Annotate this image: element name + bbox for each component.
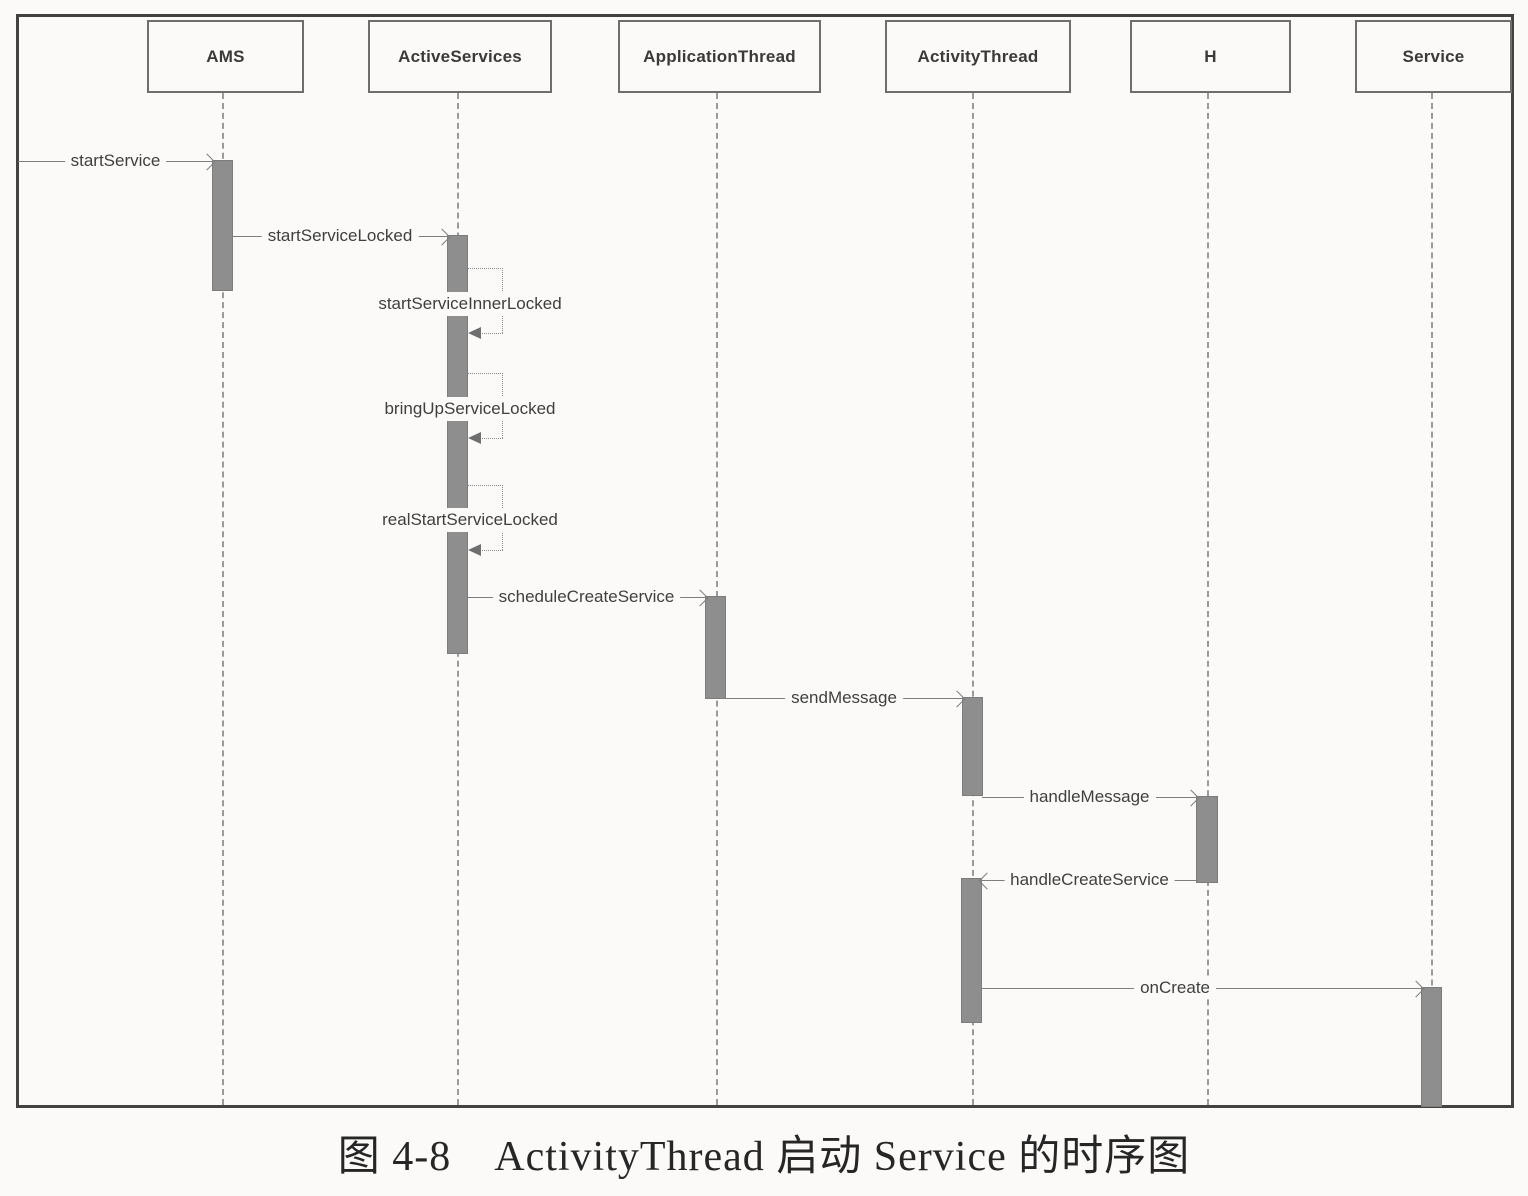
figure-caption: 图 4-8 ActivityThread 启动 Service 的时序图	[337, 1134, 1191, 1180]
message-handlecreateservice: handleCreateService	[978, 868, 1198, 891]
activation-bar-h	[1196, 796, 1218, 883]
message-handlemessage: handleMessage	[982, 785, 1200, 808]
selfcall-out-line	[467, 268, 503, 269]
message-startservice: startService	[18, 149, 216, 172]
activation-bar-ams	[212, 160, 233, 291]
participant-box-applicationthread: ApplicationThread	[618, 20, 821, 93]
selfcall-out-line	[467, 485, 503, 486]
message-label: startService	[64, 149, 167, 172]
activation-bar-activeservices	[447, 235, 468, 654]
participant-box-service: Service	[1355, 20, 1512, 93]
message-label: onCreate	[1134, 976, 1216, 999]
selfcall-return-line	[480, 333, 503, 334]
participant-label: ActiveServices	[398, 46, 522, 66]
diagram-frame	[16, 14, 1514, 1108]
participant-label: ActivityThread	[917, 46, 1039, 66]
activation-bar-applicationthread	[705, 596, 726, 699]
selfcall-arrowhead-icon	[468, 544, 481, 556]
selfcall-arrowhead-icon	[468, 327, 481, 339]
selfcall-return-line	[480, 550, 503, 551]
message-sendmessage: sendMessage	[725, 686, 966, 709]
activation-bar-service	[1421, 987, 1442, 1107]
lifeline-ams	[222, 93, 224, 1105]
selfcall-out-line	[467, 373, 503, 374]
message-label: sendMessage	[785, 686, 903, 709]
message-startservicelocked: startServiceLocked	[232, 224, 451, 247]
participant-box-activitythread: ActivityThread	[885, 20, 1071, 93]
message-label: scheduleCreateService	[492, 585, 681, 608]
selfcall-return-line	[480, 438, 503, 439]
message-schedulecreateservice: scheduleCreateService	[467, 585, 709, 608]
message-label: startServiceLocked	[261, 224, 419, 247]
lifeline-service	[1431, 93, 1433, 1105]
participant-label: ApplicationThread	[643, 46, 796, 66]
selfcall-label-startserviceinnerlocked: startServiceInnerLocked	[372, 292, 568, 316]
activation-bar-activitythread-2	[961, 878, 982, 1023]
selfcall-label-bringupservicelocked: bringUpServiceLocked	[378, 397, 562, 421]
participant-label: Service	[1402, 46, 1465, 66]
selfcall-arrowhead-icon	[468, 432, 481, 444]
selfcall-label-realstartservicelocked: realStartServiceLocked	[376, 508, 564, 532]
message-label: handleMessage	[1023, 785, 1156, 808]
participant-label: H	[1204, 46, 1217, 66]
message-oncreate: onCreate	[981, 976, 1425, 999]
participant-label: AMS	[206, 46, 245, 66]
lifeline-activitythread	[972, 93, 974, 1105]
message-label: handleCreateService	[1004, 868, 1175, 891]
participant-box-h: H	[1130, 20, 1291, 93]
activation-bar-activitythread-1	[962, 697, 983, 796]
participant-box-ams: AMS	[147, 20, 304, 93]
lifeline-h	[1207, 93, 1209, 1105]
participant-box-activeservices: ActiveServices	[368, 20, 552, 93]
